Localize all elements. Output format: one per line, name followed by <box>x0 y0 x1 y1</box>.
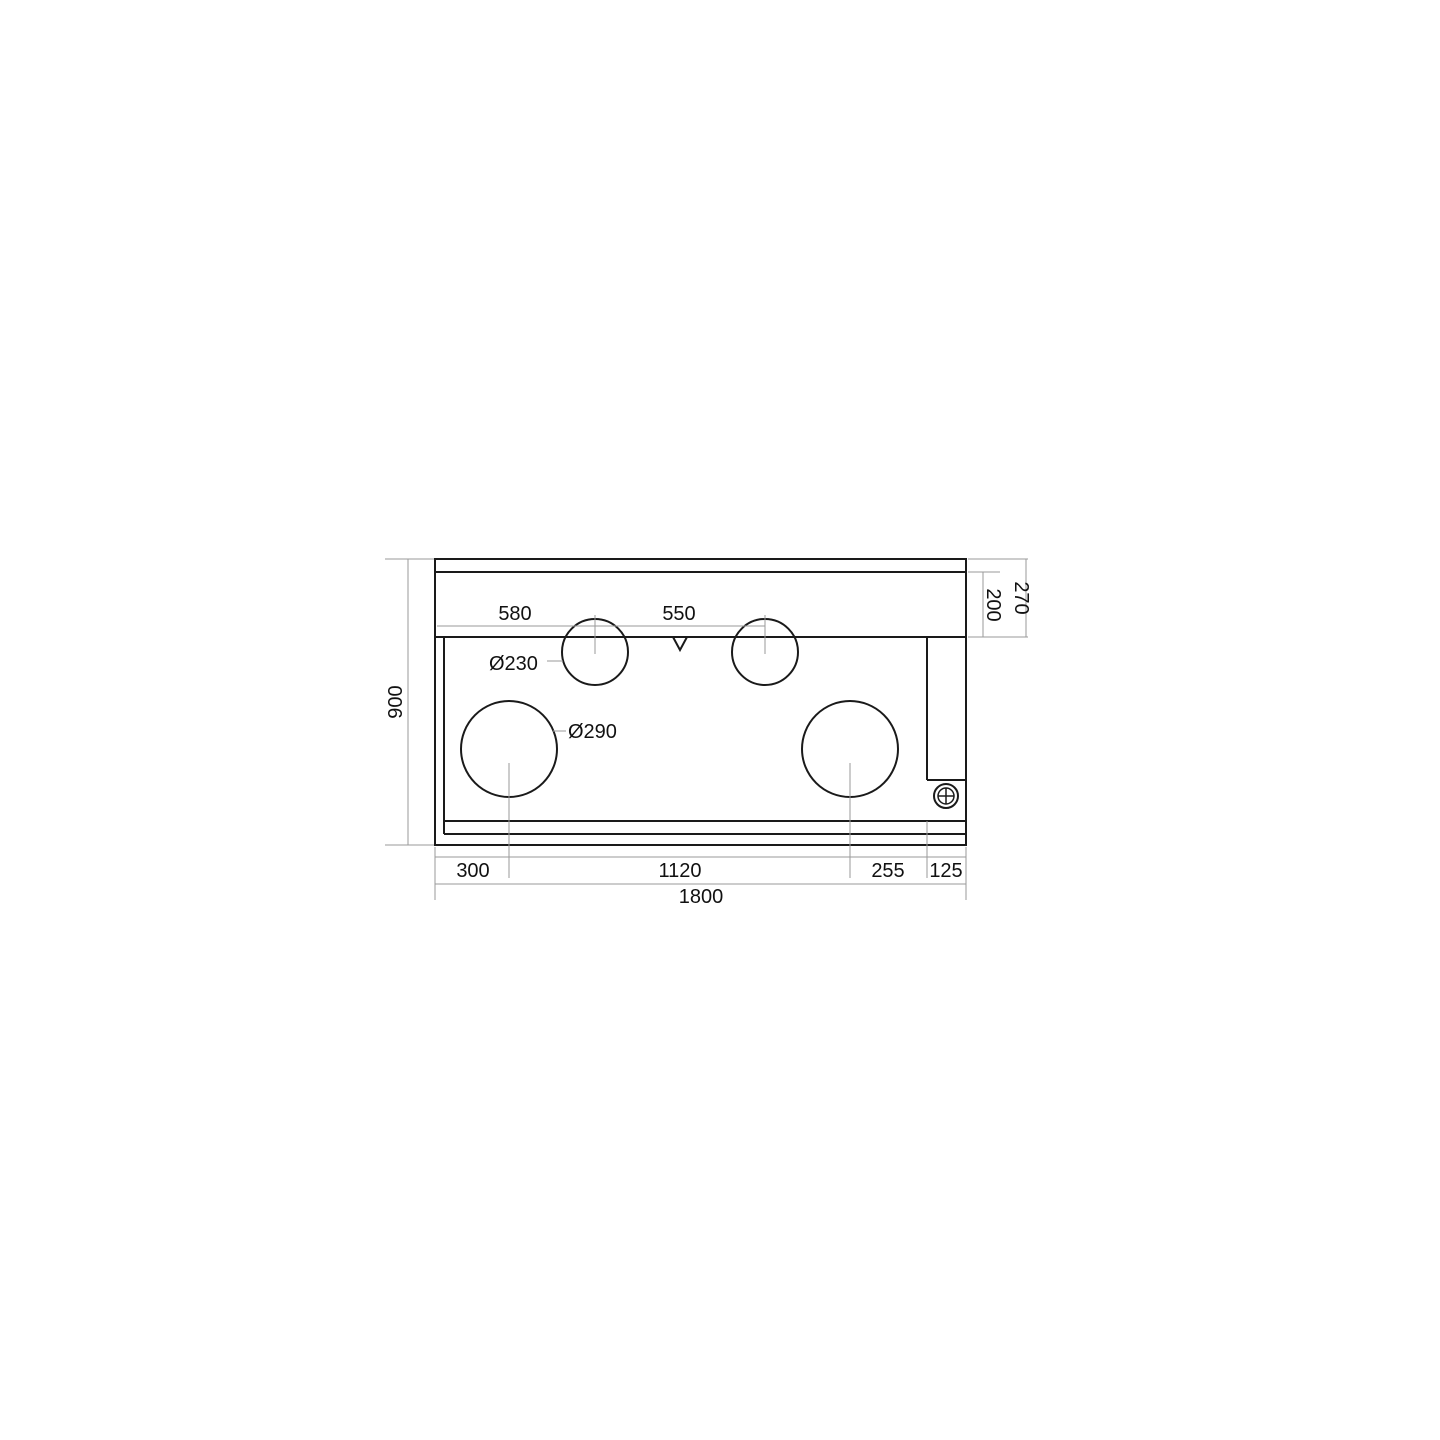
label-diameter-230: Ø230 <box>489 653 538 675</box>
label-125: 125 <box>929 860 962 882</box>
label-580: 580 <box>498 603 531 625</box>
center-notch <box>672 636 688 653</box>
outer-casing <box>434 558 967 846</box>
circle-plus-icon <box>933 783 959 809</box>
label-255: 255 <box>871 860 904 882</box>
unit-outline <box>434 558 967 846</box>
dimension-lines <box>385 558 1028 900</box>
label-300: 300 <box>456 860 489 882</box>
label-1120: 1120 <box>658 860 701 882</box>
ports <box>460 618 899 798</box>
label-1800: 1800 <box>679 886 724 908</box>
drain-outer-ring <box>933 783 959 809</box>
label-900: 900 <box>385 685 407 718</box>
label-diameter-290: Ø290 <box>568 721 617 743</box>
label-550: 550 <box>662 603 695 625</box>
dimension-labels: 900 270 200 580 550 Ø230 Ø290 300 1120 2… <box>385 581 1032 908</box>
label-270: 270 <box>1010 581 1032 614</box>
label-200: 200 <box>982 588 1004 621</box>
